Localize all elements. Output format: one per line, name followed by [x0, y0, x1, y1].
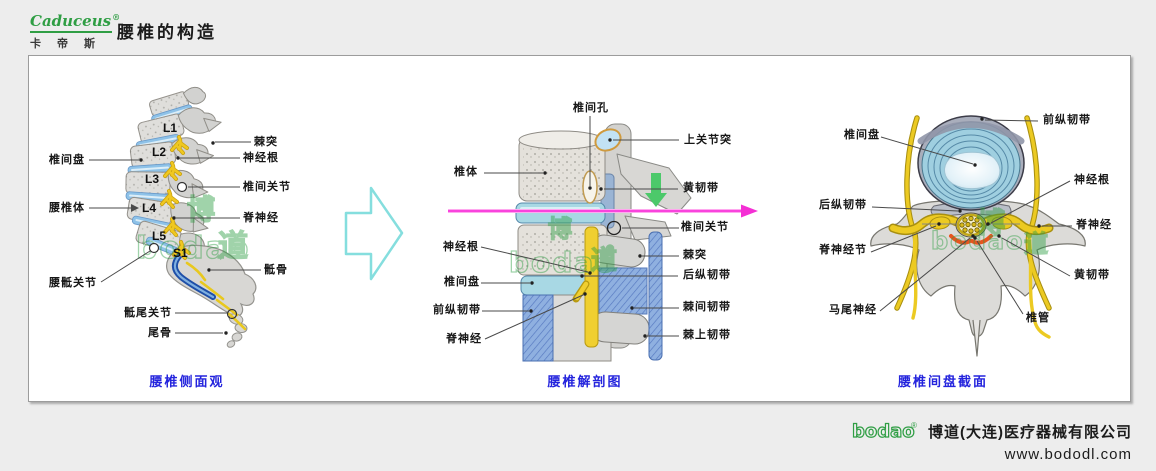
level-L2: L2 — [152, 145, 167, 159]
svg-text:道: 道 — [591, 245, 617, 276]
label-sacrococcygeal-joint: 骶尾关节 — [124, 307, 172, 319]
panel2-sagittal-art — [515, 123, 692, 362]
label-nerve-root-2: 神经根 — [443, 241, 479, 253]
label-posterior-longitudinal-ligament-2: 后纵韧带 — [819, 199, 867, 211]
label-spinal-ganglion: 脊神经节 — [819, 244, 867, 256]
caduceus-logo-chinese: 卡帝斯 — [30, 38, 111, 50]
panel1-spine-lateral-art — [125, 86, 257, 348]
label-facet-joint-2: 椎间关节 — [681, 221, 729, 233]
label-vertebral-body: 椎体 — [454, 166, 478, 178]
label-sacrum: 骶骨 — [264, 264, 288, 276]
label-facet-joint: 椎间关节 — [243, 181, 291, 193]
label-posterior-longitudinal-ligament: 后纵韧带 — [683, 269, 731, 281]
caption-lateral-view: 腰椎侧面观 — [149, 374, 225, 389]
bodao-logo: bodao ® — [851, 420, 917, 442]
label-spinal-nerve-2: 脊神经 — [446, 333, 482, 345]
leader-lines — [89, 116, 1072, 340]
label-spinal-canal: 椎管 — [1026, 312, 1050, 324]
label-lumbosacral-joint: 腰骶关节 — [49, 277, 97, 289]
label-intervertebral-disc-2: 椎间盘 — [444, 276, 480, 288]
svg-text:bodao: bodao — [509, 246, 616, 279]
label-intervertebral-foramen: 椎间孔 — [573, 102, 609, 114]
label-supraspinous-ligament: 棘上韧带 — [683, 329, 731, 341]
leader-markers — [131, 117, 1041, 338]
page-title: 腰椎的构造 — [117, 23, 217, 42]
footer: bodao ® 博道(大连)医疗器械有限公司 www.bododl.com — [851, 419, 1132, 463]
label-coccyx: 尾骨 — [148, 327, 172, 339]
level-L3: L3 — [145, 172, 160, 186]
section-plane-arrow — [448, 204, 758, 218]
label-intervertebral-disc: 椎间盘 — [49, 154, 85, 166]
svg-text:道: 道 — [1024, 230, 1048, 258]
bodao-watermark: bodao 博 道 bodao 博 道 ® bodao 博 道 — [135, 192, 1048, 279]
diagram-board: bodao 博 道 bodao 博 道 ® bodao 博 道 — [28, 55, 1131, 402]
label-spinous-process: 棘突 — [254, 136, 278, 148]
label-intervertebral-disc-3: 椎间盘 — [844, 129, 880, 141]
level-L4: L4 — [142, 201, 157, 215]
label-anterior-longitudinal-ligament-2: 前纵韧带 — [1043, 114, 1091, 126]
label-nerve-root-3: 神经根 — [1074, 174, 1110, 186]
caduceus-logo-script: Caduceus® — [30, 9, 120, 33]
label-spinal-nerve: 脊神经 — [243, 212, 279, 224]
caduceus-logo: Caduceus® 卡帝斯 — [30, 9, 120, 51]
label-cauda-equina: 马尾神经 — [829, 304, 877, 316]
svg-text:bodao: bodao — [852, 421, 915, 442]
transition-arrow — [344, 186, 404, 281]
caption-disc-cross-section: 腰椎间盘截面 — [897, 374, 988, 389]
level-S1: S1 — [173, 246, 188, 260]
label-nerve-root: 神经根 — [243, 152, 279, 164]
svg-text:道: 道 — [218, 229, 248, 264]
website-url: www.bododl.com — [1004, 446, 1132, 463]
level-L1: L1 — [163, 121, 178, 135]
registered-mark: ® — [112, 12, 121, 22]
panel3-axial-art — [870, 115, 1086, 357]
anatomy-artwork: bodao 博 道 bodao 博 道 ® bodao 博 道 — [89, 86, 1086, 362]
label-ligamentum-flavum-2: 黄韧带 — [1074, 269, 1110, 281]
label-spinal-nerve-3: 脊神经 — [1076, 219, 1112, 231]
svg-text:博: 博 — [187, 193, 215, 226]
compression-arrow — [645, 173, 667, 207]
svg-text:®: ® — [605, 244, 615, 255]
label-superior-articular-process: 上关节突 — [684, 134, 732, 146]
company-name: 博道(大连)医疗器械有限公司 — [928, 423, 1132, 441]
registered-mark: ® — [911, 421, 917, 430]
level-L5: L5 — [152, 229, 167, 243]
caption-anatomy-view: 腰椎解剖图 — [547, 374, 623, 389]
label-lumbar-vertebral-body: 腰椎体 — [49, 202, 85, 214]
label-anterior-longitudinal-ligament: 前纵韧带 — [433, 304, 481, 316]
label-interspinous-ligament: 棘间韧带 — [683, 301, 731, 313]
label-spinous-process-2: 棘突 — [683, 249, 707, 261]
label-ligamentum-flavum: 黄韧带 — [683, 182, 719, 194]
svg-text:博: 博 — [548, 215, 572, 243]
